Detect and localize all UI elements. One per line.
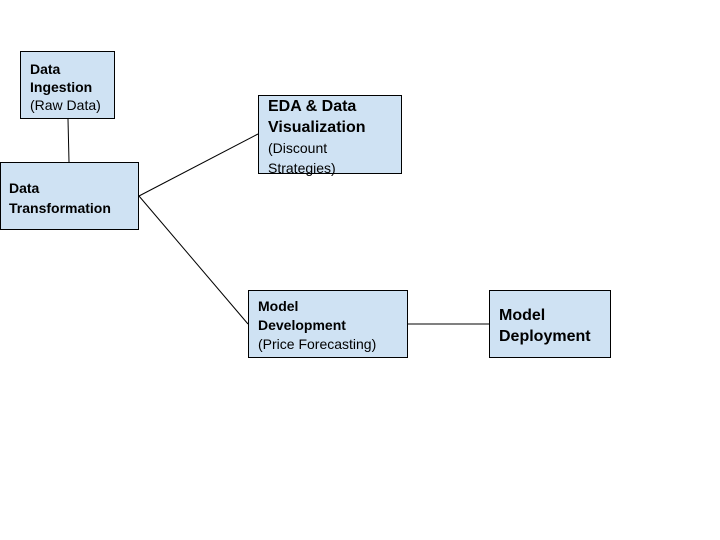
node-eda-visualization-title: EDA & Data Visualization (268, 98, 366, 136)
node-model-development: Model Development (Price Forecasting) (248, 290, 408, 358)
connector-transformation-development (138, 195, 249, 325)
node-eda-visualization: EDA & Data Visualization (Discount Strat… (258, 95, 402, 176)
node-eda-visualization-subtitle: (Discount Strategies) (268, 140, 336, 176)
node-data-ingestion: Data Ingestion (Raw Data) (20, 51, 115, 119)
node-model-deployment-title: Model Deployment (499, 307, 591, 345)
node-model-development-subtitle: (Price Forecasting) (258, 336, 377, 352)
connector-transformation-eda (138, 133, 259, 197)
connector-ingestion-transformation (67, 118, 70, 163)
node-data-ingestion-subtitle: (Raw Data) (30, 97, 101, 113)
node-data-ingestion-title: Data Ingestion (30, 61, 93, 95)
node-data-transformation-title: Data Transformation (9, 180, 111, 216)
node-model-development-title: Model Development (258, 298, 346, 333)
node-model-deployment: Model Deployment (489, 290, 611, 358)
node-data-transformation: Data Transformation (0, 162, 139, 230)
